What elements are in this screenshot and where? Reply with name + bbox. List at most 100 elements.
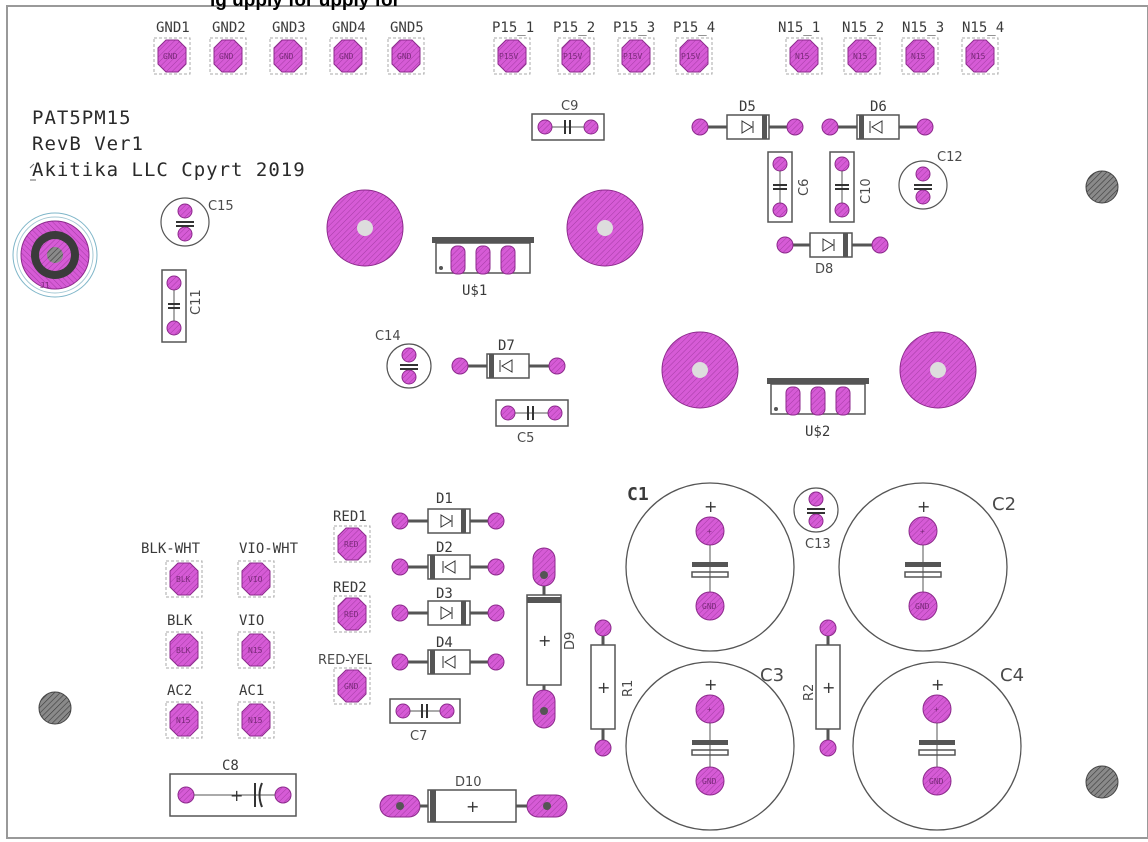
connector-label: RED1 — [333, 509, 367, 525]
diode-d2: D2 — [391, 540, 505, 580]
regulator-label: U$2 — [805, 424, 830, 440]
connector-vio-wht: VIO-WHT VIO — [237, 541, 299, 598]
pad-label: + — [934, 705, 939, 714]
capacitor-label: C12 — [937, 150, 963, 165]
capacitor-label: C11 — [189, 289, 204, 315]
mounting-hole-bottom-right — [1085, 765, 1119, 799]
connector-label: VIO-WHT — [239, 541, 299, 557]
svg-text:+: + — [538, 631, 551, 650]
svg-text:+: + — [230, 786, 243, 805]
capacitor-c2: + + GND C2 — [838, 482, 1016, 652]
pad-label: N15 — [248, 646, 263, 655]
regulator-label: U$1 — [462, 283, 487, 299]
pad-label: N15 — [911, 52, 926, 61]
connector-label: RED2 — [333, 580, 367, 596]
svg-text:+: + — [822, 678, 835, 697]
connector-gnd4: GND4 GND — [329, 20, 367, 75]
connector-label: VIO — [239, 613, 264, 629]
capacitor-c4: + + GND C4 — [852, 661, 1024, 831]
pad-label: GND — [344, 682, 359, 691]
connector-ac1: AC1 N15 — [237, 683, 275, 739]
capacitor-label: C15 — [208, 199, 234, 214]
diode-d8: D8 — [776, 232, 889, 277]
diode-d4: D4 — [391, 635, 505, 675]
pad-label: N15 — [176, 716, 191, 725]
pad-label: GND — [397, 52, 412, 61]
connector-label: GND3 — [272, 20, 306, 36]
capacitor-label: C6 — [797, 179, 812, 196]
connector-p15-4: P15_4 P15V — [673, 20, 715, 75]
diode-label: D5 — [739, 99, 756, 115]
connector-n15-1: N15_1 N15 — [778, 20, 823, 75]
brand-line-1: PAT5PM15 — [32, 107, 132, 129]
connector-p15-2: P15_2 P15V — [553, 20, 595, 75]
connector-gnd2: GND2 GND — [209, 20, 247, 75]
capacitor-label: C10 — [859, 178, 874, 204]
diode-d7: D7 — [451, 338, 566, 379]
connector-blk-wht: BLK-WHT BLK — [141, 541, 203, 598]
resistor-r2: + R2 — [802, 619, 841, 757]
connector-label: N15_4 — [962, 20, 1004, 36]
connector-label: N15_2 — [842, 20, 884, 36]
capacitor-c6: C6 — [767, 151, 812, 223]
capacitor-label: C8 — [222, 758, 239, 774]
diode-label: D10 — [455, 775, 482, 790]
svg-text:+: + — [704, 675, 717, 694]
capacitor-label: C9 — [561, 99, 578, 114]
connector-label: GND4 — [332, 20, 366, 36]
capacitor-c14: C14 — [375, 329, 432, 389]
pad-label: N15 — [971, 52, 986, 61]
pad-label: GND — [929, 777, 944, 786]
pad-label: GND — [339, 52, 354, 61]
pad-label: BLK — [176, 646, 191, 655]
connector-gnd1: GND1 GND — [153, 20, 191, 75]
pad-label: N15 — [853, 52, 868, 61]
regulator-u1: U$1 — [326, 189, 644, 299]
connector-n15-4: N15_4 N15 — [961, 20, 1004, 75]
diode-label: D7 — [498, 338, 515, 354]
capacitor-label: C7 — [410, 729, 427, 744]
connector-label: P15_2 — [553, 20, 595, 36]
diode-d10: + D10 — [379, 775, 568, 823]
jack-label: J1 — [40, 281, 50, 290]
capacitor-label: C14 — [375, 329, 401, 344]
svg-text:+: + — [466, 797, 479, 816]
diode-label: D3 — [436, 586, 453, 602]
mounting-hole-left — [38, 691, 72, 725]
dc-jack-j1: J1 — [12, 212, 98, 298]
pad-label: N15 — [248, 716, 263, 725]
pad-label: BLK — [176, 575, 191, 584]
capacitor-label: C5 — [517, 431, 534, 446]
pad-label: P15V — [563, 52, 582, 61]
capacitor-c1: + + GND C1 — [625, 482, 795, 652]
diode-d3: D3 — [391, 586, 505, 626]
connector-label: AC2 — [167, 683, 192, 699]
diode-label: D6 — [870, 99, 887, 115]
brand-line-2: RevB Ver1 — [32, 133, 144, 155]
diode-d1: D1 — [391, 491, 505, 534]
regulator-u2: U$2 — [661, 331, 977, 440]
connector-p15-3: P15_3 P15V — [613, 20, 655, 75]
capacitor-label: C13 — [805, 537, 831, 552]
diode-d5: D5 — [691, 99, 804, 140]
diode-label: D9 — [563, 632, 578, 650]
resistor-r1: + R1 — [590, 619, 636, 757]
pad-label: + — [707, 705, 712, 714]
connector-red1: RED1 RED — [333, 509, 371, 563]
pad-label: RED — [344, 540, 359, 549]
connector-ac2: AC2 N15 — [165, 683, 203, 739]
pad-label: GND — [702, 777, 717, 786]
pad-label: RED — [344, 610, 359, 619]
connector-gnd3: GND3 GND — [269, 20, 307, 75]
resistor-label: R1 — [621, 680, 636, 697]
capacitor-c11: C11 — [161, 269, 204, 343]
pad-label: VIO — [248, 575, 263, 584]
capacitor-label: C4 — [1000, 665, 1024, 686]
brand-line-3: Akitika LLC Cpyrt 2019 — [32, 159, 306, 181]
pad-label: GND — [163, 52, 178, 61]
connector-label: P15_1 — [492, 20, 534, 36]
capacitor-c3: + + GND C3 — [625, 661, 795, 831]
svg-text:+: + — [931, 675, 944, 694]
pad-label: GND — [915, 602, 930, 611]
